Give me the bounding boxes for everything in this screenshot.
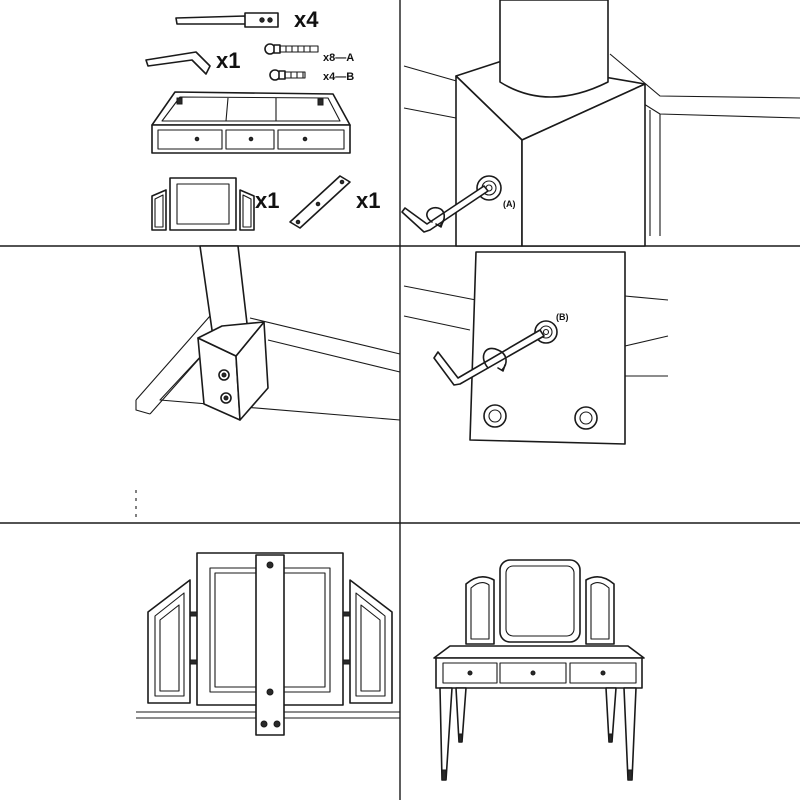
- panel-plate-bolt-b: (B): [403, 251, 669, 445]
- panel-mirror-bracket: [136, 552, 400, 736]
- bolt-a-part: [264, 43, 319, 55]
- callout-b: (B): [556, 312, 569, 322]
- legs-quantity: x4: [294, 7, 319, 32]
- panel-leg-bolt-a: (A): [401, 0, 800, 247]
- hex-key-part: [145, 51, 211, 75]
- tabletop-drawer-unit: [151, 91, 351, 154]
- panel-parts-list: x4 x1 x8—A x4—B: [145, 7, 380, 231]
- hex-key-quantity: x1: [216, 48, 240, 73]
- bolt-a-quantity: x8—A: [323, 52, 354, 64]
- folding-mirror-part: [151, 177, 255, 231]
- bracket-plate-part: [289, 175, 351, 229]
- leg-part: [175, 12, 279, 28]
- bolt-b-quantity: x4—B: [323, 71, 354, 83]
- bracket-quantity: x1: [356, 188, 380, 213]
- bolt-b-part: [269, 69, 306, 81]
- panel-leg-corner: [135, 245, 401, 520]
- callout-a: (A): [503, 199, 516, 209]
- mirror-quantity: x1: [255, 188, 279, 213]
- panel-assembled-vanity: [433, 559, 645, 781]
